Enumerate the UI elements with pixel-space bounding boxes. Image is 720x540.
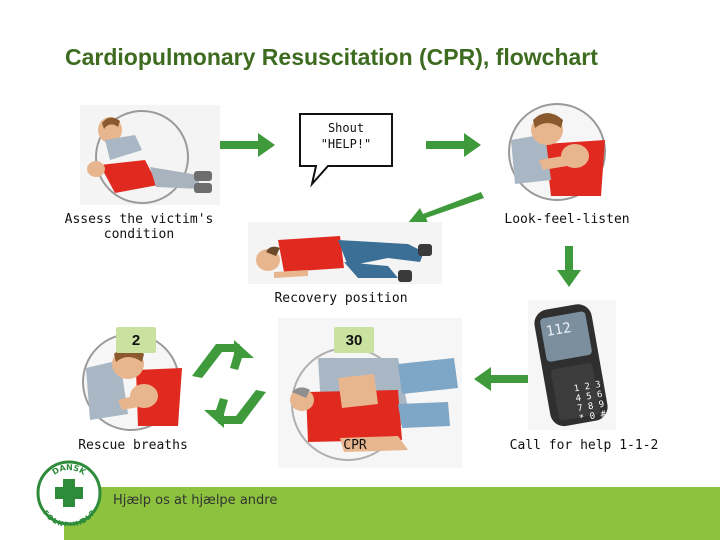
arrow-down-icon (556, 246, 582, 288)
mobile-phone-icon (528, 300, 616, 430)
phone-key: * (578, 413, 586, 425)
call-for-help-label: Call for help 1-1-2 (509, 438, 659, 453)
rescue-breaths-label: Rescue breaths (78, 438, 188, 453)
bubble-text: Shout "HELP!" (298, 120, 394, 152)
assess-illustration (80, 105, 220, 205)
cpr-label: CPR (343, 438, 367, 453)
cpr-illustration (278, 318, 462, 468)
phone-key: # (599, 409, 607, 421)
assess-label: Assess the victim's condition (60, 212, 218, 242)
arrow-left-icon (474, 366, 530, 392)
cycle-arrows-icon (188, 336, 270, 432)
footer-slogan: Hjælp os at hjælpe andre (113, 493, 278, 508)
arrow-down-left-icon (402, 192, 486, 236)
phone-keypad: 1 2 3 4 5 6 7 8 9 * 0 # (565, 378, 615, 425)
breaths-count-badge: 2 (116, 327, 156, 353)
logo-text-top: DANSK (51, 463, 88, 477)
dansk-folkehjaelp-logo: DANSK FOLKEHJÆLP (36, 460, 102, 526)
recovery-position-illustration (248, 222, 442, 284)
assess-label-line-2: condition (103, 227, 175, 242)
footer-bar (64, 487, 720, 540)
phone-key: 0 (589, 411, 597, 423)
arrow-right-icon (220, 132, 276, 158)
compressions-count-badge: 30 (334, 327, 374, 353)
bubble-line-2: "HELP!" (320, 137, 372, 151)
recovery-position-label: Recovery position (274, 291, 408, 306)
assess-label-line-1: Assess the victim's (64, 212, 214, 227)
page-title: Cardiopulmonary Resuscitation (CPR), flo… (65, 44, 598, 70)
speech-bubble (298, 112, 394, 188)
bubble-line-1: Shout (327, 121, 365, 135)
look-feel-listen-label: Look-feel-listen (504, 212, 630, 227)
svg-text:DANSK: DANSK (51, 463, 88, 477)
look-feel-listen-illustration (505, 100, 609, 204)
arrow-right-icon (426, 132, 482, 158)
